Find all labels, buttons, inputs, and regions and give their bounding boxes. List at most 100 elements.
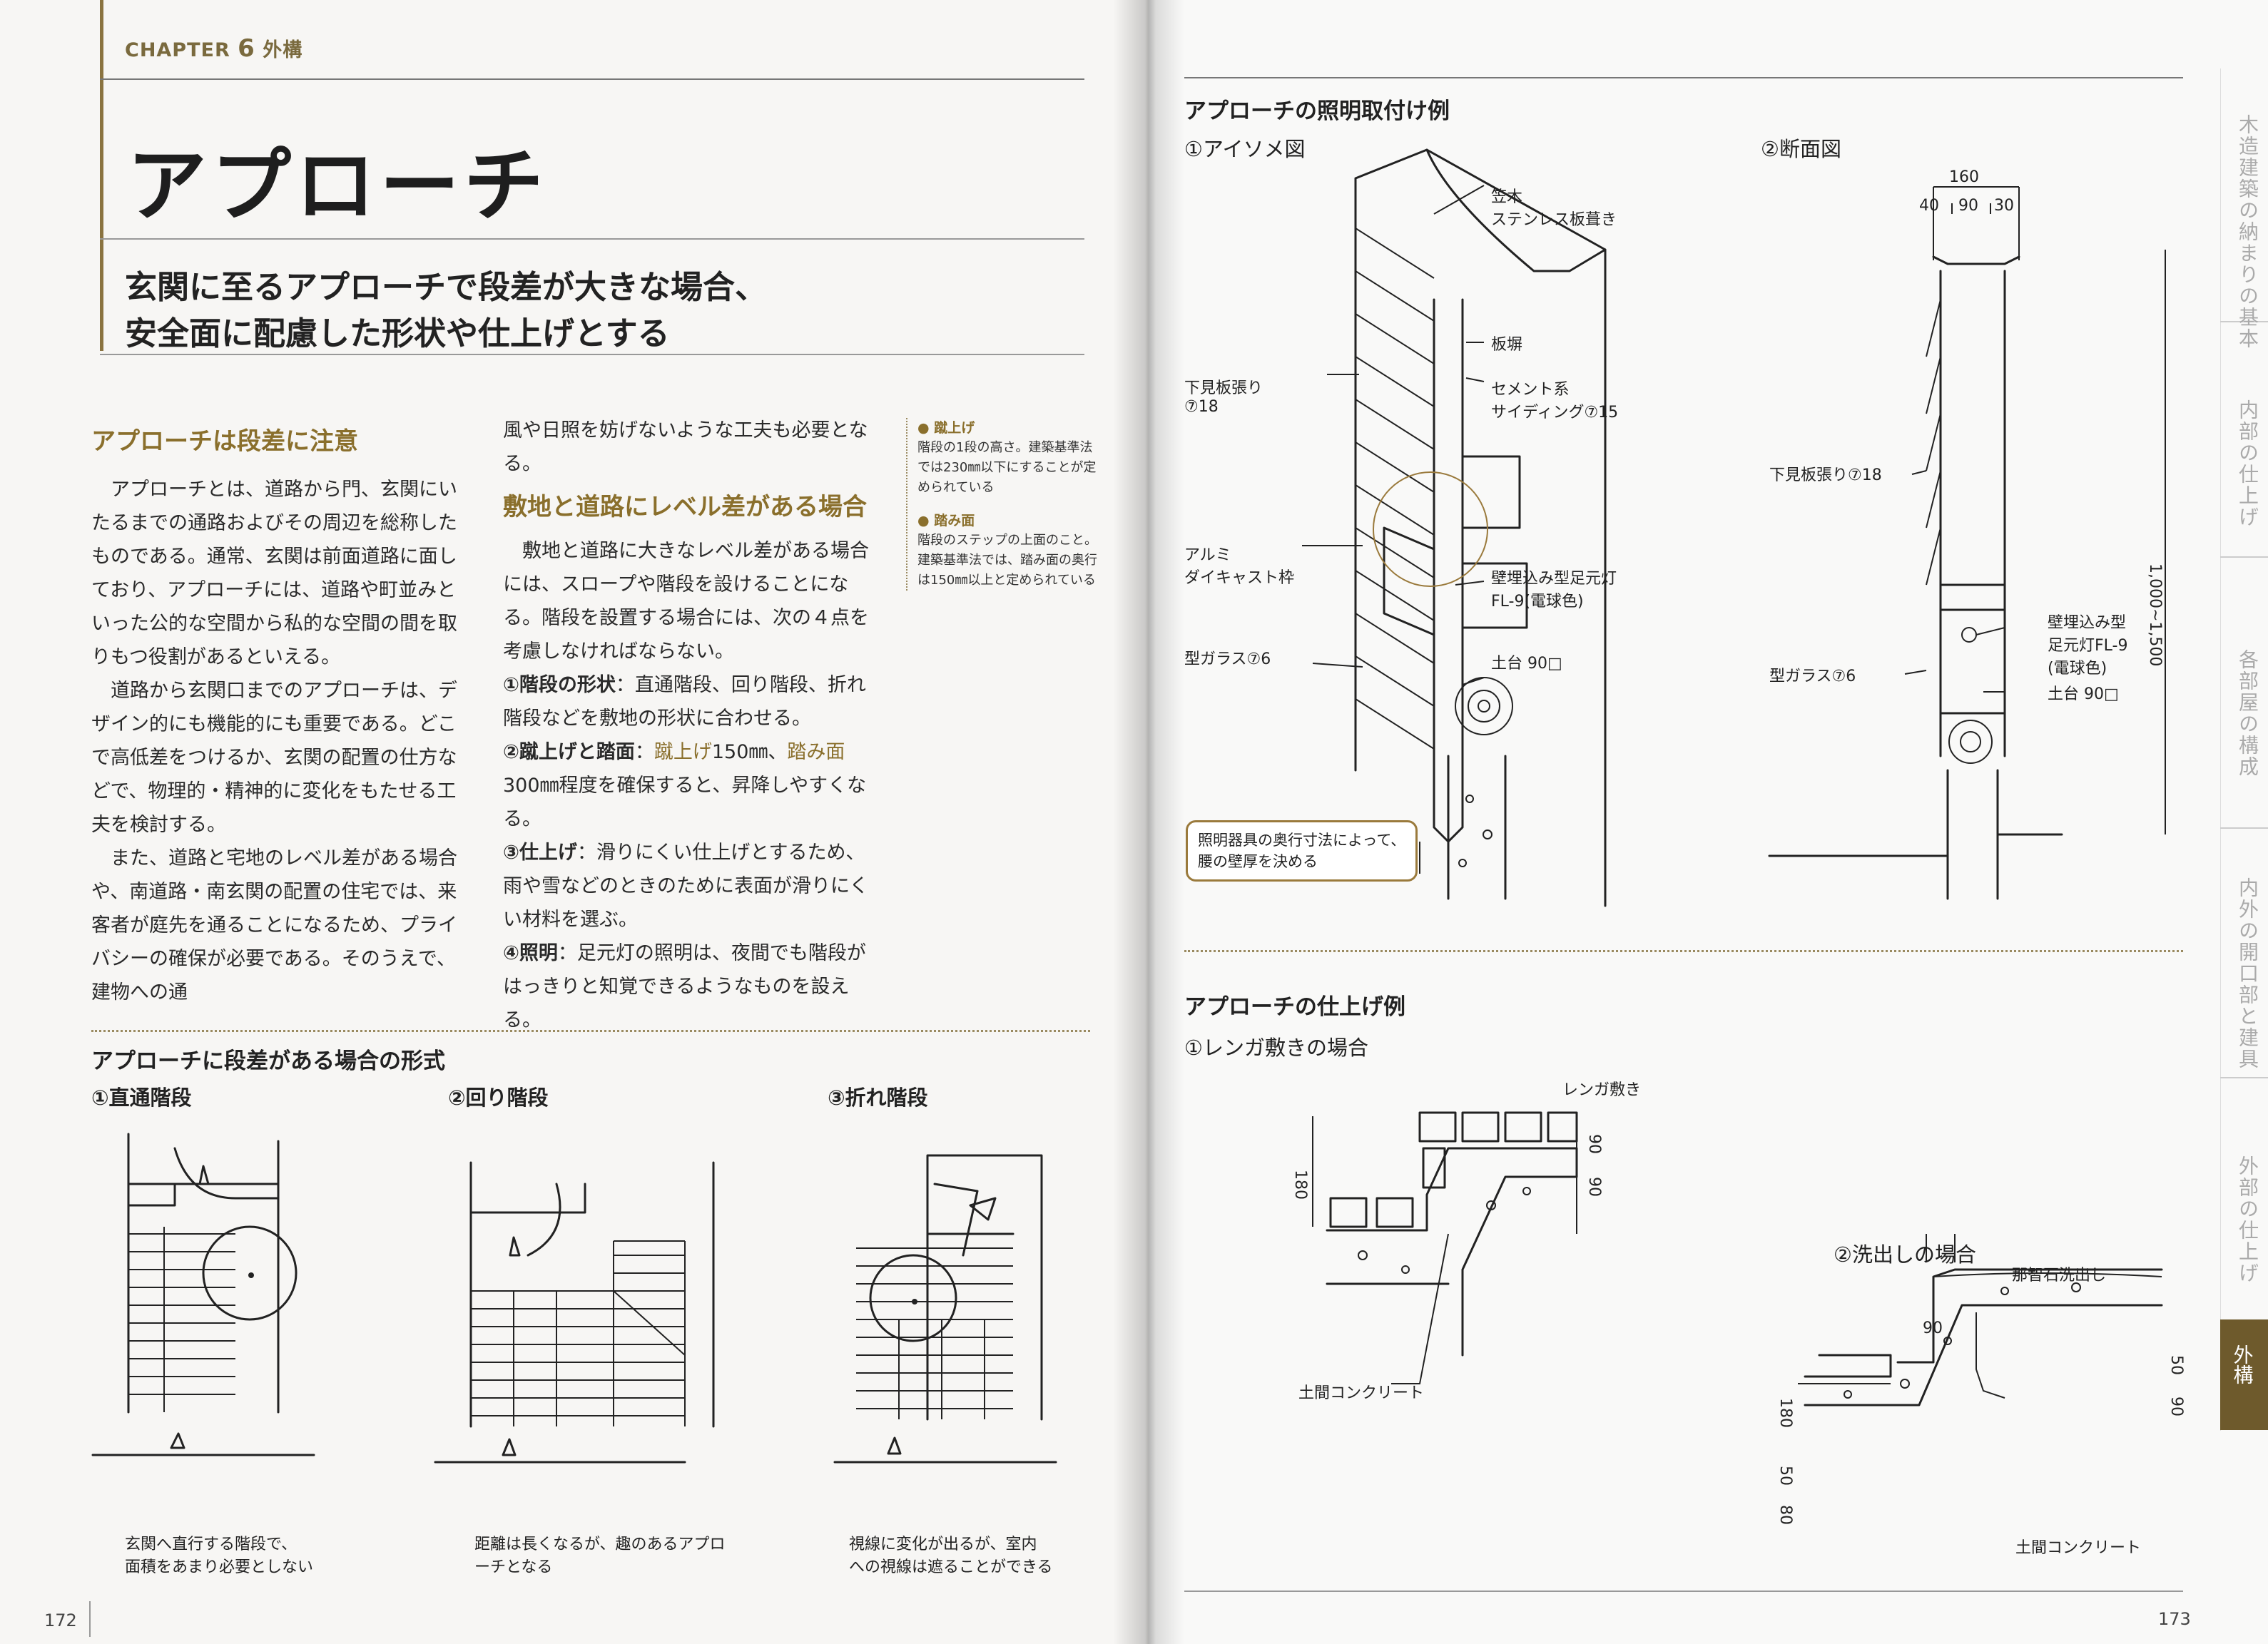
page-number-rule — [89, 1601, 91, 1637]
point-text: ：足元灯の照明は、夜間でも階段がはっきりと知覚できるようなものを設える。 — [503, 942, 866, 1031]
label-itabei: 板塀 — [1491, 336, 1523, 354]
stair-sketches — [91, 1133, 1057, 1464]
tab-basics[interactable]: 木造建築の納まりの基本 — [2236, 114, 2259, 349]
sidenote-term: ● 蹴上げ — [917, 420, 975, 436]
point-label: ④照明 — [503, 942, 558, 964]
lead-line-1: 玄関に至るアプローチで段差が大きな場合、 — [125, 268, 768, 306]
label-glass: 型ガラス⑦6 — [1184, 650, 1271, 668]
tab-divider — [2220, 321, 2268, 322]
tab-divider — [2220, 1077, 2268, 1078]
section-drawing — [1768, 186, 2166, 900]
dim-brick-90b: 90 — [1585, 1177, 1603, 1197]
chapter-label: CHAPTER 6 外構 — [125, 34, 302, 63]
sidenote-text: 階段の1段の高さ。建築基準法では230㎜以下にすることが定められている — [917, 440, 1097, 495]
note-bubble: 照明器具の奥行寸法によって、 腰の壁厚を決める — [1186, 820, 1418, 882]
panel-title-1: ①直通階段 — [91, 1086, 192, 1110]
dim-brick-90a: 90 — [1585, 1134, 1603, 1154]
sidenote-term: ● 踏み面 — [917, 513, 975, 529]
tab-gaikou: 外構 — [2230, 1344, 2254, 1384]
section-heading-1: アプローチは段差に注意 — [91, 427, 358, 456]
iso-title: ①アイソメ図 — [1184, 137, 1306, 161]
label-light-section: 壁埋込み型足元灯FL-9(電球色) — [2048, 614, 2128, 678]
left-page: CHAPTER 6 外構 アプローチ 玄関に至るアプローチで段差が大きな場合、 … — [44, 0, 1099, 1637]
lead-line-2: 安全面に配慮した形状や仕上げとする — [125, 315, 670, 352]
tab-exterior[interactable]: 外部の仕上げ — [2236, 1155, 2259, 1284]
brick-sketch — [1312, 1111, 1578, 1384]
tab-active[interactable]: 外構 — [2220, 1319, 2268, 1430]
label-dodai: 土台 90□ — [1491, 655, 1562, 673]
sidenotes: ● 蹴上げ 階段の1段の高さ。建築基準法では230㎜以下にすることが定められてい… — [906, 418, 1099, 591]
book-gutter — [1113, 0, 1184, 1644]
tab-openings[interactable]: 内外の開口部と建具 — [2236, 877, 2259, 1070]
label-renga: レンガ敷き — [1562, 1081, 1642, 1099]
section-heading-2: 敷地と道路にレベル差がある場合 — [503, 493, 867, 521]
point-label: ②蹴上げと踏面 — [503, 741, 635, 763]
panel-caption-1: 玄関へ直行する階段で、 面積をあまり必要としない — [125, 1536, 314, 1576]
body-column-2: 風や日照を妨げないような工夫も必要となる。 敷地と道路にレベル差がある場合 敷地… — [503, 414, 874, 1037]
term-link: 蹴上げ — [654, 741, 712, 763]
finish-drawings — [1312, 1111, 2163, 1406]
point-label: ③仕上げ — [503, 842, 577, 864]
header-rule — [100, 78, 1084, 80]
panel-title-2: ②回り階段 — [448, 1086, 549, 1110]
figure-heading: アプローチに段差がある場合の形式 — [91, 1048, 445, 1074]
paragraph: また、道路と宅地のレベル差がある場合や、南道路・南玄関の配置の住宅では、来客者が… — [91, 847, 457, 1004]
chapter-number: 6 — [238, 34, 255, 63]
label-dodai-section: 土台 90□ — [2048, 685, 2119, 703]
dim-brick-180: 180 — [1291, 1170, 1309, 1200]
page-number-right: 173 — [2158, 1609, 2191, 1629]
dim-wash-50b: 50 — [1776, 1466, 1794, 1486]
panel-title-3: ③折れ階段 — [828, 1086, 928, 1110]
label-kasagi: 笠木ステンレス板葺き — [1491, 188, 1617, 229]
chapter-rule — [100, 0, 103, 351]
dim-30: 30 — [1994, 197, 2014, 215]
point-item: ②蹴上げと踏面：蹴上げ150㎜、踏み面 300㎜程度を確保すると、昇降しやすくなる… — [503, 735, 874, 836]
chapter-name: 外構 — [263, 39, 303, 61]
straight-stair-sketch — [91, 1133, 315, 1456]
point-label: ①階段の形状 — [503, 674, 616, 696]
point-text: ：滑りにくい仕上げとするため、雨や雪などのときのために表面が滑りにくい材料を選ぶ… — [503, 842, 869, 931]
wash-title: ②洗出しの場合 — [1834, 1242, 1976, 1267]
figure-divider — [1184, 950, 2183, 952]
header-rule — [1184, 77, 2183, 78]
tab-rooms[interactable]: 各部屋の構成 — [2236, 649, 2259, 777]
page-title: アプローチ — [127, 140, 548, 233]
dim-wash-180: 180 — [1776, 1398, 1794, 1428]
isometric-drawing — [1302, 148, 1607, 907]
label-concrete-wash: 土間コンクリート — [2015, 1539, 2142, 1557]
figure-divider — [91, 1030, 1090, 1032]
paragraph-continued: 風や日照を妨げないような工夫も必要となる。 — [503, 419, 868, 475]
winding-stair-sketch — [434, 1161, 715, 1464]
label-concrete-brick: 土間コンクリート — [1298, 1384, 1425, 1402]
label-alumi: アルミダイキャスト枠 — [1184, 546, 1295, 587]
point-item: ④照明：足元灯の照明は、夜間でも階段がはっきりと知覚できるようなものを設える。 — [503, 936, 874, 1037]
panel-caption-2: 距離は長くなるが、趣のあるアプロ ーチとなる — [474, 1536, 726, 1576]
chapter-prefix: CHAPTER — [125, 39, 230, 61]
dim-total: 160 — [1949, 168, 1979, 186]
term-link: 踏み面 — [787, 741, 845, 763]
point-text: ：直通階段、回り階段、折れ階段などを敷地の形状に合わせる。 — [503, 674, 866, 730]
dim-wash-90w: 90 — [1923, 1319, 1943, 1337]
point-item: ③仕上げ：滑りにくい仕上げとするため、雨や雪などのときのために表面が滑りにくい材… — [503, 836, 874, 936]
label-glass-section: 型ガラス⑦6 — [1769, 668, 1856, 685]
dim-40: 40 — [1919, 197, 1939, 215]
tab-interior[interactable]: 内部の仕上げ — [2236, 399, 2259, 528]
washout-sketch — [1798, 1234, 2163, 1406]
dim-height: 1,000~1,500 — [2146, 563, 2164, 667]
paragraph: 敷地と道路に大きなレベル差がある場合には、スロープや階段を設けることになる。階段… — [503, 540, 869, 663]
figure-heading-lighting: アプローチの照明取付け例 — [1184, 98, 1450, 124]
tab-divider — [2220, 556, 2268, 558]
label-nachi: 那智石洗出し — [2012, 1267, 2107, 1285]
section-title: ②断面図 — [1761, 137, 1841, 161]
point-item: ①階段の形状：直通階段、回り階段、折れ階段などを敷地の形状に合わせる。 — [503, 668, 874, 735]
label-shitami-section: 下見板張り⑦18 — [1769, 466, 1882, 484]
point-text: ： — [634, 741, 654, 763]
dim-90: 90 — [1958, 197, 1978, 215]
body-column-1: アプローチは段差に注意 アプローチとは、道路から門、玄関にいたるまでの通路および… — [91, 425, 462, 1009]
point-text: 150㎜、 — [711, 741, 788, 763]
sidenote: ● 蹴上げ 階段の1段の高さ。建築基準法では230㎜以下にすることが定められてい… — [906, 418, 1099, 591]
folding-stair-sketch — [833, 1154, 1057, 1464]
point-text: 300㎜程度を確保すると、昇降しやすくなる。 — [503, 775, 867, 830]
